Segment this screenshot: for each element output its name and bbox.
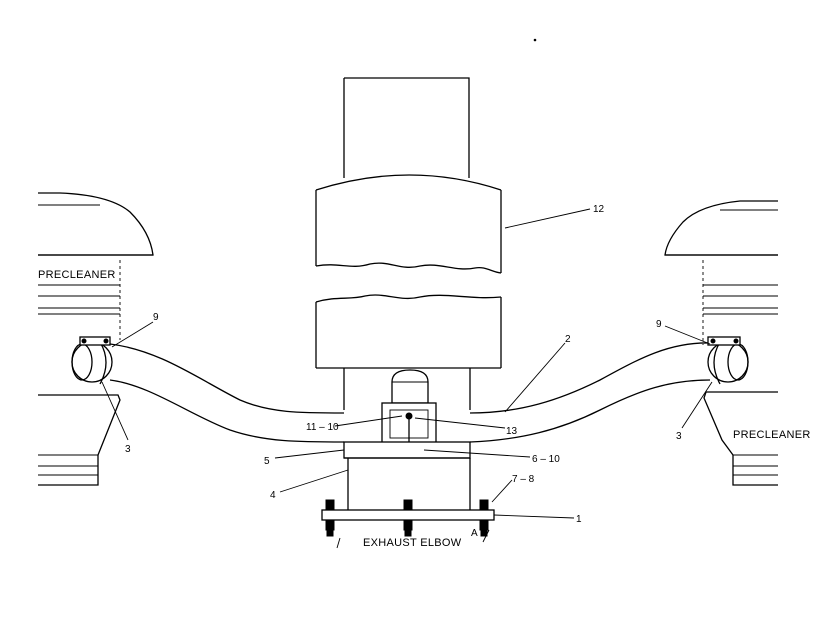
right-hose-clamp — [707, 336, 741, 346]
precleaner-left-label: PRECLEANER — [38, 269, 116, 281]
callout-6-10: 6 – 10 — [532, 454, 560, 465]
callout-5: 5 — [264, 456, 270, 467]
left-hose-clamp — [79, 336, 111, 346]
leader-lines — [101, 208, 713, 519]
callout-1: 1 — [576, 514, 582, 525]
right-precleaner — [664, 200, 778, 486]
callout-3-right: 3 — [676, 431, 682, 442]
center-mount — [344, 369, 470, 456]
left-precleaner — [38, 192, 154, 486]
callout-9-left: 9 — [153, 312, 159, 323]
exhaust-adapter — [321, 441, 495, 549]
flange-bolts — [325, 499, 489, 537]
precleaner-right-label: PRECLEANER — [733, 429, 811, 441]
exhaust-stack — [315, 77, 502, 410]
callout-13: 13 — [506, 426, 518, 437]
callout-12: 12 — [593, 204, 605, 215]
callout-2: 2 — [565, 334, 571, 345]
callout-3-left: 3 — [125, 444, 131, 455]
callout-9-right: 9 — [656, 319, 662, 330]
callout-4: 4 — [270, 490, 276, 501]
callout-11-10: 11 – 10 — [306, 422, 339, 433]
view-mark: A — [471, 528, 478, 539]
callout-7-8: 7 – 8 — [512, 474, 535, 485]
exhaust-elbow-label: EXHAUST ELBOW — [363, 537, 462, 549]
